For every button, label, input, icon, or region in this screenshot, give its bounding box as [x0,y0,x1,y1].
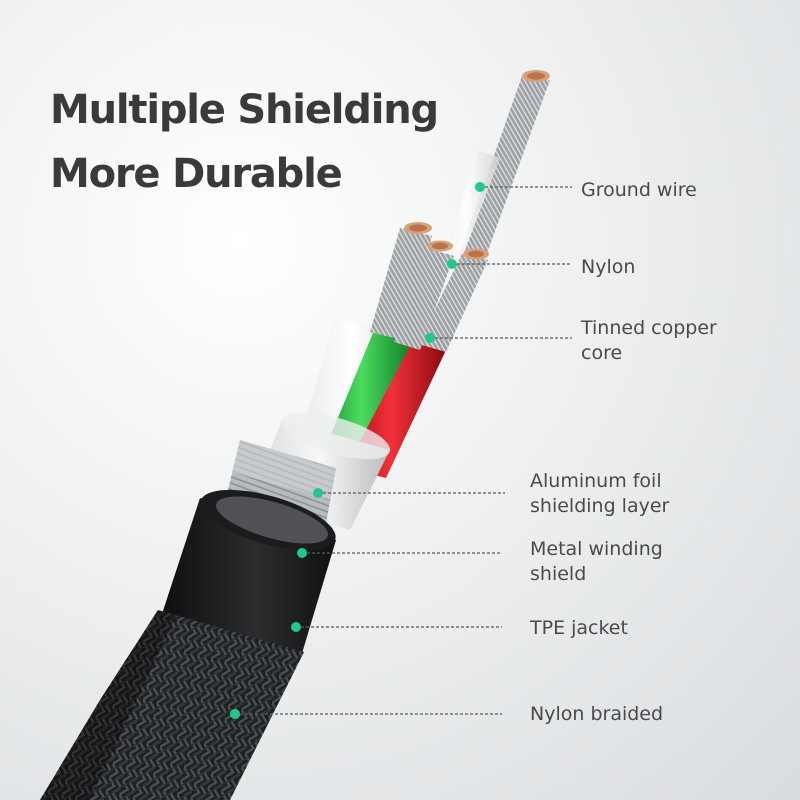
callout-markers [230,182,485,719]
marker-nylon [447,259,457,269]
marker-aluminum-foil [313,488,323,498]
marker-ground-wire [475,182,485,192]
callout-leaders [235,186,572,715]
tpe-jacket-collar [160,489,336,660]
marker-nylon-braided [230,709,240,719]
headline-line-2: More Durable [50,151,343,197]
label-tinned-copper-core: Tinned copper core [581,317,717,364]
nylon-braided-sleeve [40,610,304,800]
label-nylon: Nylon [581,256,636,278]
headline: Multiple Shielding More Durable [50,78,439,206]
headline-line-1: Multiple Shielding [50,87,439,133]
marker-tpe-jacket [291,622,301,632]
middle-conductor-strand [394,240,454,350]
label-aluminum-foil-shielding-layer: Aluminum foil shielding layer [530,470,670,517]
marker-metal-winding [297,548,307,558]
marker-tinned-copper-core [425,333,435,343]
label-nylon-braided: Nylon braided [530,703,664,725]
label-tpe-jacket: TPE jacket [530,617,628,639]
label-ground-wire: Ground wire [581,179,697,201]
label-metal-winding-shield: Metal winding shield [530,538,663,585]
